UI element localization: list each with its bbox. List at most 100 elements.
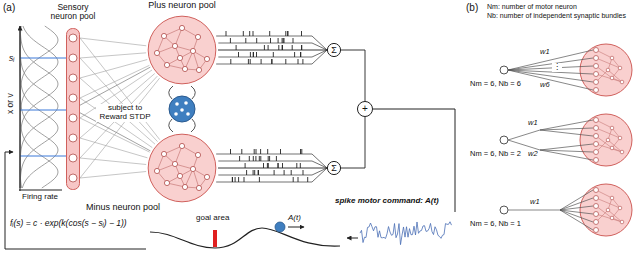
sensory-neuron [69,34,77,42]
motor-neuron [594,134,599,139]
pool-neuron [161,151,166,156]
pool-link [596,58,620,68]
spike [268,163,269,168]
spike [232,177,233,182]
weight-label: w1 [528,119,538,127]
pool-heading: Minus neuron pool [80,203,160,213]
weight-label: w6 [540,81,550,89]
agent-ball [275,222,285,232]
spike [264,45,265,50]
inhibitory-circle [169,96,195,122]
spike [278,163,279,168]
spike [249,31,250,36]
panel-label: (a) [3,2,15,13]
spike [260,156,261,161]
pool-neuron [610,216,614,220]
spike [254,149,255,154]
synapse-line [508,58,593,70]
pool-neuron [606,208,610,212]
pool-neuron [610,126,614,130]
pool-neuron [154,50,159,55]
inhibitory-dot [180,108,184,112]
inhibitory-dot [186,112,190,116]
spike [256,149,257,154]
inhibitory-pool [169,86,196,132]
spike [298,59,299,64]
pool-neuron [610,56,614,60]
inhibitory-dot [184,101,188,105]
motor-pool [580,114,632,166]
pool-neuron [182,66,187,71]
inhibitory-dot [174,112,178,116]
synapse-line [540,150,593,160]
spike [232,177,233,182]
node-shape [146,14,218,86]
pool-neuron [164,180,169,185]
pool-neuron [182,184,187,189]
pool-neuron [196,67,201,72]
motor-neuron [594,196,599,201]
spike [260,149,261,154]
spike [300,163,301,168]
spike [280,149,281,154]
spike [274,170,275,175]
connector [341,117,365,168]
spike [285,31,286,36]
spike [238,177,239,182]
pool-neuron [164,62,169,67]
synapse-line [80,172,146,178]
motor-neuron [594,220,599,225]
spike [273,52,274,57]
pool-neuron [179,25,184,30]
pool-neuron [196,185,201,190]
axis-label: Firing rate [22,193,58,202]
spike [267,163,268,168]
spike [300,52,301,57]
noise-signal [360,222,452,245]
spike [287,31,288,36]
pool-neuron [161,33,166,38]
spike [239,156,240,161]
row-label: Nm = 6, Nb = 6 [470,80,521,88]
spike [291,170,292,175]
node-outline [148,16,216,84]
pool-neuron [154,168,159,173]
sum-node: Σ [327,43,341,57]
synapse-line [80,158,146,164]
action-arrow [288,227,304,228]
spike [241,149,242,154]
command-arrow [347,238,358,239]
inhibit-arc [191,119,195,132]
weight-label: w1 [540,48,550,56]
spike [245,163,246,168]
node-shape [66,28,80,190]
spike-train [216,50,327,64]
spike [300,149,301,154]
node-symbol: Σ [331,164,337,173]
pool-neuron [618,66,622,70]
spike [284,170,285,175]
spike [236,45,237,50]
spike [226,31,227,36]
spike [282,45,283,50]
synapse-fan [80,38,160,178]
neuron-pool: Minus neuron pool [146,132,218,204]
motor-neuron [594,142,599,147]
motor-neuron [594,150,599,155]
motor-neuron [594,72,599,77]
row-label: Nm = 6, Nb = 1 [470,220,521,228]
pool-link [608,210,622,222]
spike [301,45,302,50]
spike [303,170,304,175]
y-axis [20,26,21,191]
motor-neuron [594,204,599,209]
spike-train [218,43,327,50]
synapse-line [560,190,593,210]
input-neuron [500,66,508,74]
spike [248,59,249,64]
pool-outline [67,29,80,190]
spike [253,156,254,161]
spike [272,59,273,64]
tuning-curve [20,26,58,188]
